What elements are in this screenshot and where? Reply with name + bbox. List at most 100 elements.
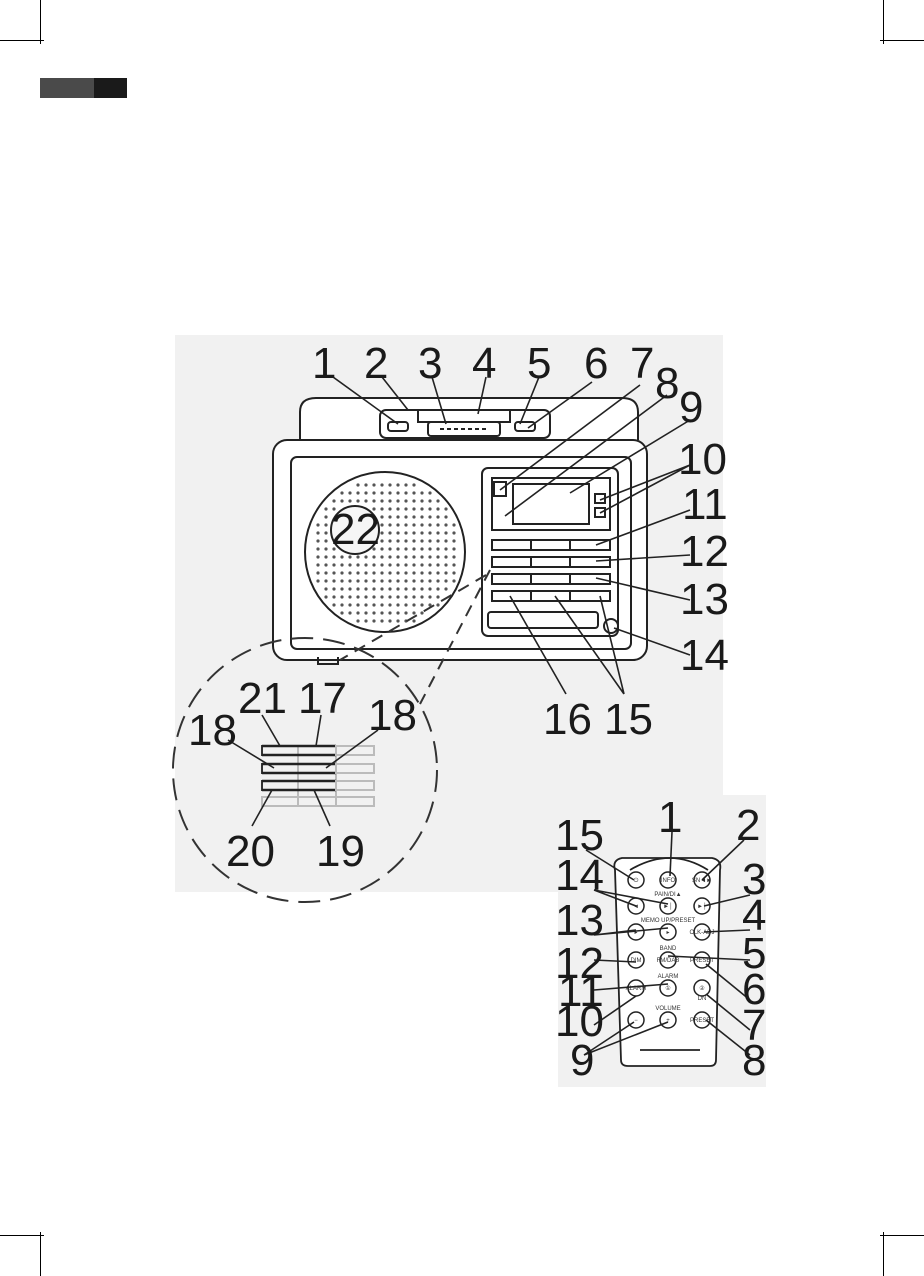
grille-dot — [324, 523, 327, 526]
grille-dot — [396, 603, 399, 606]
remote-button-label: DIM — [631, 958, 642, 964]
grille-dot — [436, 603, 439, 606]
grille-dot — [380, 587, 383, 590]
grille-dot — [404, 539, 407, 542]
grille-dot — [332, 555, 335, 558]
remote-row-label: MEMO UP/PRESET — [641, 918, 696, 924]
grille-dot — [372, 619, 375, 622]
grille-dot — [364, 563, 367, 566]
grille-dot — [316, 547, 319, 550]
grille-dot — [348, 563, 351, 566]
grille-dot — [396, 507, 399, 510]
grille-dot — [412, 563, 415, 566]
grille-dot — [444, 507, 447, 510]
grille-dot — [332, 579, 335, 582]
grille-dot — [356, 603, 359, 606]
grille-dot — [372, 595, 375, 598]
grille-dot — [444, 523, 447, 526]
grille-dot — [428, 491, 431, 494]
grille-dot — [404, 515, 407, 518]
grille-dot — [332, 563, 335, 566]
grille-dot — [396, 595, 399, 598]
grille-dot — [388, 499, 391, 502]
grille-dot — [444, 539, 447, 542]
grille-dot — [356, 563, 359, 566]
grille-dot — [388, 563, 391, 566]
grille-dot — [420, 587, 423, 590]
grille-dot — [348, 579, 351, 582]
callout-17: 17 — [298, 674, 347, 723]
grille-dot — [404, 611, 407, 614]
callout-2: 2 — [364, 339, 388, 388]
grille-dot — [428, 539, 431, 542]
grille-dot — [388, 571, 391, 574]
grille-dot — [356, 611, 359, 614]
grille-dot — [324, 507, 327, 510]
grille-dot — [380, 555, 383, 558]
grille-dot — [396, 547, 399, 550]
grille-dot — [356, 587, 359, 590]
grille-dot — [356, 619, 359, 622]
grille-dot — [420, 507, 423, 510]
grille-dot — [412, 483, 415, 486]
grille-dot — [388, 515, 391, 518]
callout-19: 19 — [316, 827, 365, 876]
grille-dot — [428, 507, 431, 510]
grille-dot — [420, 491, 423, 494]
grille-dot — [364, 603, 367, 606]
grille-dot — [340, 563, 343, 566]
grille-dot — [396, 571, 399, 574]
grille-dot — [404, 587, 407, 590]
grille-dot — [380, 483, 383, 486]
grille-dot — [388, 587, 391, 590]
grille-dot — [444, 587, 447, 590]
grille-dot — [396, 611, 399, 614]
grille-dot — [348, 611, 351, 614]
callout-13: 13 — [680, 575, 729, 624]
grille-dot — [404, 507, 407, 510]
grille-dot — [412, 555, 415, 558]
grille-dot — [364, 619, 367, 622]
grille-dot — [380, 523, 383, 526]
remote-callout-8: 8 — [742, 1036, 766, 1085]
grille-dot — [404, 579, 407, 582]
grille-dot — [380, 499, 383, 502]
grille-dot — [436, 563, 439, 566]
grille-dot — [396, 483, 399, 486]
grille-dot — [324, 515, 327, 518]
grille-dot — [364, 499, 367, 502]
grille-dot — [420, 547, 423, 550]
remote-row-label: VOLUME — [655, 1006, 680, 1012]
grille-dot — [316, 531, 319, 534]
grille-dot — [420, 563, 423, 566]
grille-dot — [356, 555, 359, 558]
callout-18-left: 18 — [188, 706, 237, 755]
grille-dot — [340, 491, 343, 494]
grille-dot — [428, 547, 431, 550]
grille-dot — [356, 595, 359, 598]
grille-dot — [404, 563, 407, 566]
grille-dot — [332, 587, 335, 590]
grille-dot — [340, 571, 343, 574]
grille-dot — [396, 491, 399, 494]
grille-dot — [388, 555, 391, 558]
grille-dot — [420, 579, 423, 582]
callout-15: 15 — [604, 695, 653, 744]
grille-dot — [452, 523, 455, 526]
grille-dot — [340, 595, 343, 598]
grille-dot — [364, 571, 367, 574]
grille-dot — [372, 563, 375, 566]
grille-dot — [356, 483, 359, 486]
grille-dot — [348, 499, 351, 502]
callout-11: 11 — [682, 480, 728, 529]
grille-dot — [444, 531, 447, 534]
grille-dot — [380, 531, 383, 534]
grille-dot — [428, 587, 431, 590]
grille-dot — [356, 579, 359, 582]
grille-dot — [348, 595, 351, 598]
remote-row-label: BAND — [660, 946, 677, 952]
grille-dot — [388, 547, 391, 550]
grille-dot — [412, 491, 415, 494]
grille-dot — [388, 483, 391, 486]
grille-dot — [436, 499, 439, 502]
